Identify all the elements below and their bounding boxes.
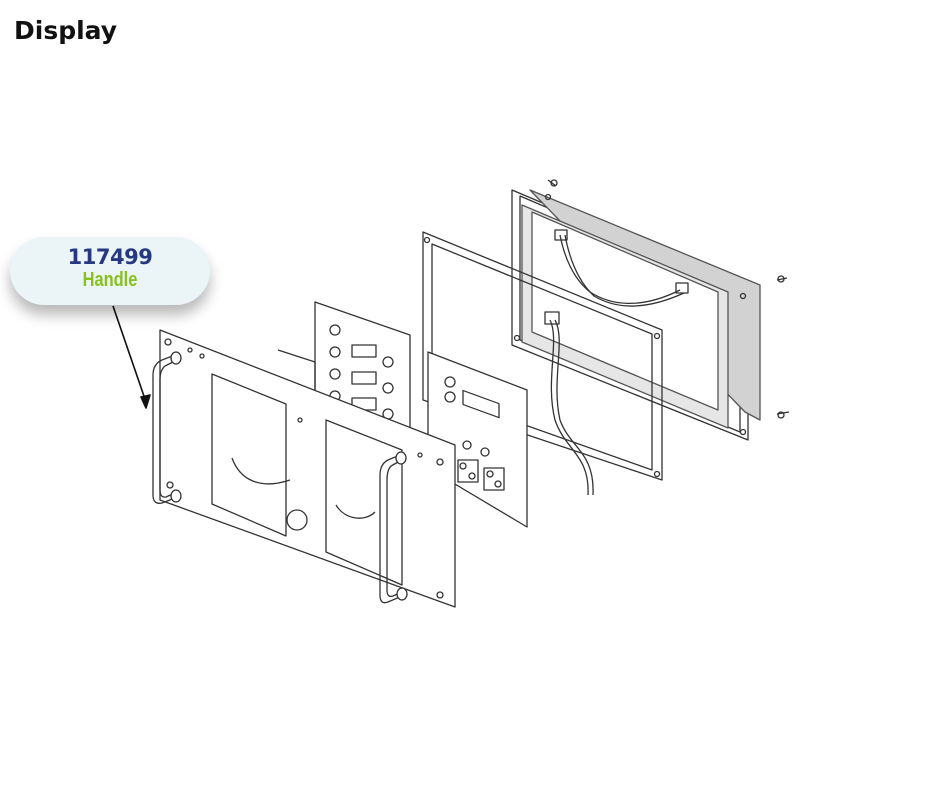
handle-right <box>379 451 408 604</box>
callout-leader-arrow <box>112 305 151 409</box>
part-callout-handle[interactable]: 117499 Handle <box>10 237 210 305</box>
part-name: Handle <box>82 269 138 291</box>
display-back-box <box>511 179 790 496</box>
handle-left <box>152 351 182 504</box>
gasket-frame <box>422 231 663 481</box>
page-title: Display <box>14 16 118 45</box>
keypad-panel-right <box>427 351 528 528</box>
part-number: 117499 <box>67 245 153 269</box>
front-plate <box>159 329 456 608</box>
